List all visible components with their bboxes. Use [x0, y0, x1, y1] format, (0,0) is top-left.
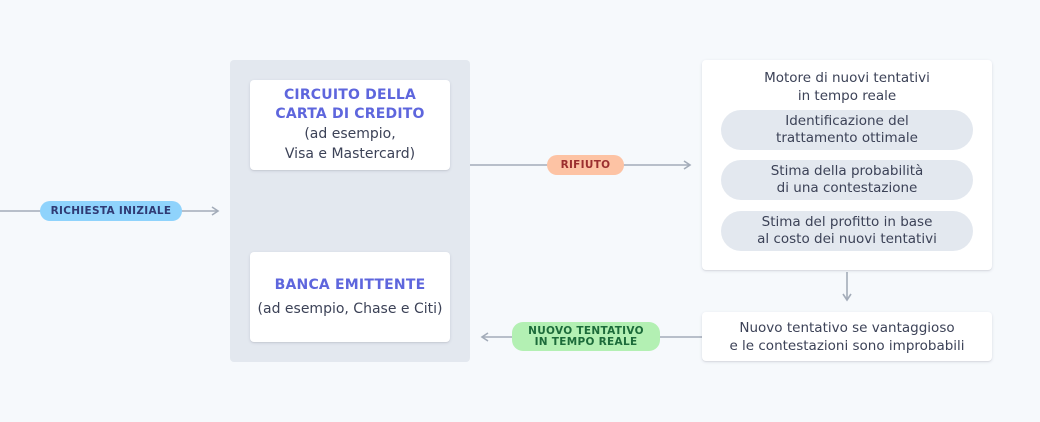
engine-item-line2: trattamento ottimale	[776, 130, 918, 146]
card-network-title-line2: CARTA DI CREDITO	[275, 106, 425, 122]
card-network-title-line1: CIRCUITO DELLA	[283, 87, 417, 103]
engine-item-optimal-treatment: Identificazione del trattamento ottimale	[721, 110, 973, 150]
engine-item-line1: Identificazione del	[785, 113, 909, 129]
card-network-sub-line2: Visa e Mastercard)	[284, 146, 416, 162]
retry-outcome-node: Nuovo tentativo se vantaggioso e le cont…	[702, 312, 992, 361]
issuer-sub: (ad esempio, Chase e Citi)	[257, 300, 443, 317]
card-network-sub-line1: (ad esempio,	[304, 126, 396, 142]
decline-badge: RIFIUTO	[547, 155, 624, 175]
engine-item-line2: di una contestazione	[776, 180, 918, 196]
engine-item-line2: al costo dei nuovi tentativi	[757, 231, 937, 247]
engine-item-profit-estimate: Stima del profitto in base al costo dei …	[721, 211, 973, 251]
engine-title-line2: in tempo reale	[797, 88, 897, 104]
engine-item-dispute-probability: Stima della probabilità di una contestaz…	[721, 160, 973, 200]
issuer-bank-node: BANCA EMITTENTE (ad esempio, Chase e Cit…	[250, 252, 450, 342]
card-network-node: CIRCUITO DELLA CARTA DI CREDITO (ad esem…	[250, 80, 450, 170]
engine-item-line1: Stima del profitto in base	[761, 214, 933, 230]
outcome-line2: e le contestazioni sono improbabili	[729, 337, 965, 354]
engine-title-line1: Motore di nuovi tentativi	[764, 70, 930, 86]
issuer-title: BANCA EMITTENTE	[274, 276, 426, 293]
retry-badge: NUOVO TENTATIVO IN TEMPO REALE	[512, 322, 660, 351]
engine-item-line1: Stima della probabilità	[770, 163, 924, 179]
retry-badge-line2: IN TEMPO REALE	[534, 335, 638, 348]
retry-badge-line1: NUOVO TENTATIVO	[528, 324, 644, 337]
outcome-line1: Nuovo tentativo se vantaggioso	[739, 319, 955, 336]
initial-request-badge: RICHIESTA INIZIALE	[40, 201, 182, 221]
